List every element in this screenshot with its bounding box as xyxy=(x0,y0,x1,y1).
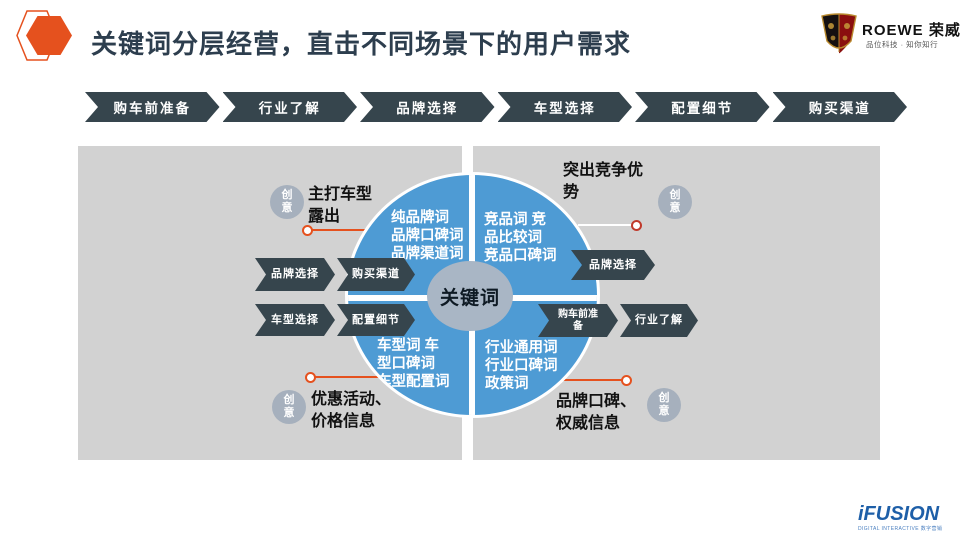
keyword-center-label: 关键词 xyxy=(427,261,513,331)
arrow-left-top-brand-select: 品牌选择 xyxy=(255,258,335,291)
journey-stage-brand: 品牌选择 xyxy=(360,92,495,122)
creative-badge-bottom-left: 创 意 xyxy=(272,390,306,424)
brand-name: ROEWE 荣威 xyxy=(862,22,960,39)
journey-stage-industry: 行业了解 xyxy=(223,92,358,122)
arrow-left-bottom-model-select: 车型选择 xyxy=(255,304,335,336)
creative-badge-top-right: 创 意 xyxy=(658,185,692,219)
arrow-right-bottom-pre-purchase: 购车前准 备 xyxy=(538,304,618,337)
annotation-featured-model: 主打车型 露出 xyxy=(308,186,373,225)
journey-bar: 购车前准备 行业了解 品牌选择 车型选择 配置细节 购买渠道 xyxy=(85,92,907,122)
annotation-brand-reputation: 品牌口碑、 权威信息 xyxy=(556,393,637,432)
annotation-competitive-advantage: 突出竞争优 势 xyxy=(563,162,644,201)
quadrant-competitor-words: 竞品词 竞 品比较词 竞品口碑词 xyxy=(484,212,557,264)
connector-ring-top-right xyxy=(631,220,642,231)
journey-stage-pre-purchase: 购车前准备 xyxy=(85,92,220,122)
arrow-left-top-purchase-channel: 购买渠道 xyxy=(337,258,415,291)
creative-badge-top-left: 创 意 xyxy=(270,185,304,219)
arrow-right-bottom-industry: 行业了解 xyxy=(620,304,698,337)
hexagon-logo-icon xyxy=(16,10,72,61)
quadrant-industry-words: 行业通用词 行业口碑词 政策词 xyxy=(485,340,558,392)
ifusion-logo-tagline: DIGITAL INTERACTIVE 数字营销 xyxy=(858,526,943,532)
quadrant-brand-words: 纯品牌词 品牌口碑词 品牌渠道词 xyxy=(391,210,464,262)
connector-top-left xyxy=(308,229,398,231)
brand-tagline: 品位科技 · 知你知行 xyxy=(866,40,939,49)
page-title: 关键词分层经营，直击不同场景下的用户需求 xyxy=(91,29,632,59)
arrow-right-top-brand-select: 品牌选择 xyxy=(571,250,655,280)
annotation-promo-price: 优惠活动、 价格信息 xyxy=(311,391,392,430)
connector-top-right xyxy=(578,224,634,226)
connector-bottom-left xyxy=(312,376,397,378)
ifusion-logo-text: iFUSION xyxy=(858,503,940,525)
journey-stage-config: 配置细节 xyxy=(635,92,770,122)
ifusion-logo: iFUSION DIGITAL INTERACTIVE 数字营销 xyxy=(858,504,950,532)
arrow-left-bottom-config-detail: 配置细节 xyxy=(337,304,415,336)
connector-ring-top-left xyxy=(302,225,313,236)
roewe-shield-icon xyxy=(821,13,857,54)
connector-ring-bottom-right xyxy=(621,375,632,386)
creative-badge-bottom-right: 创 意 xyxy=(647,388,681,422)
journey-stage-channel: 购买渠道 xyxy=(773,92,908,122)
connector-ring-bottom-left xyxy=(305,372,316,383)
connector-bottom-right xyxy=(552,379,627,381)
journey-stage-model: 车型选择 xyxy=(498,92,633,122)
quadrant-model-words: 车型词 车 型口碑词 车型配置词 xyxy=(377,338,450,390)
